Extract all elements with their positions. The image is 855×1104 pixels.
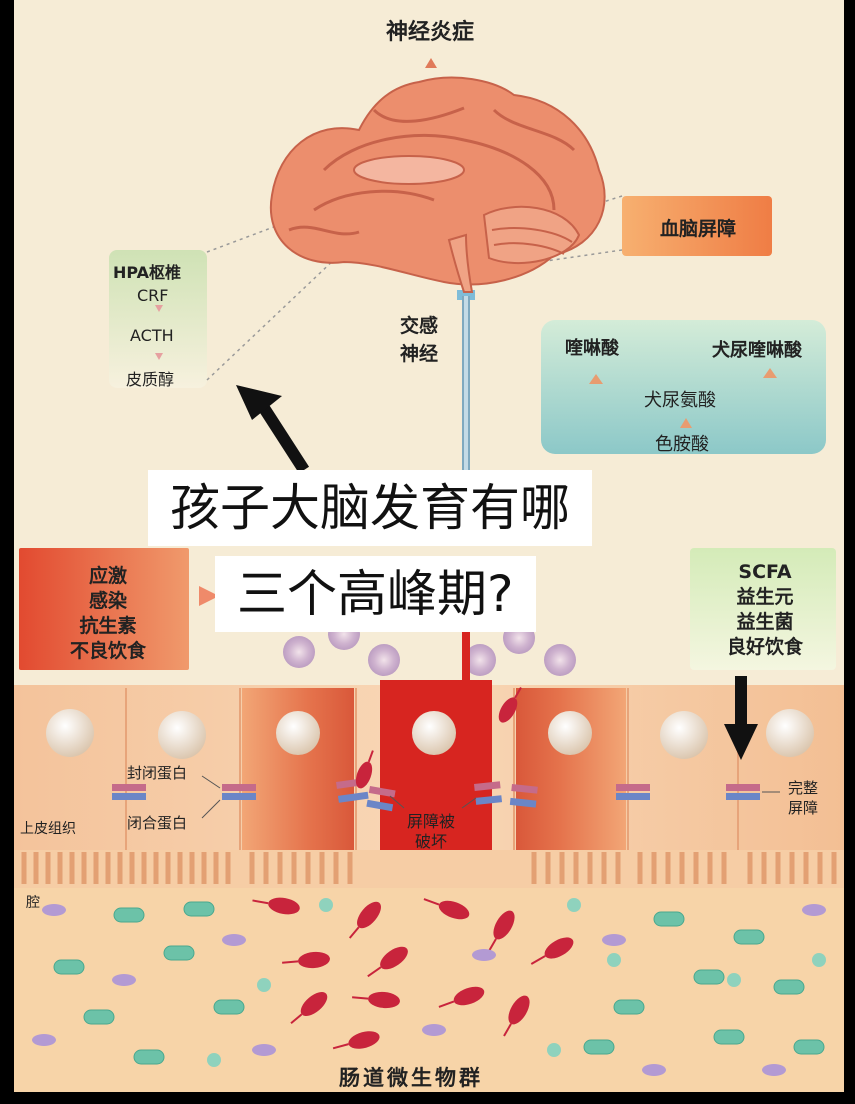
scfa-item: 良好饮食 xyxy=(726,636,803,658)
brain-illustration xyxy=(269,76,606,293)
stress-box xyxy=(19,548,189,670)
lumen-label: 腔 xyxy=(26,895,40,911)
hpa-title: HPA枢椎 xyxy=(113,263,182,282)
kynurenic-acid-label: 犬尿喹啉酸 xyxy=(712,340,802,361)
bbb-label: 血脑屏障 xyxy=(660,218,737,240)
tight-junctions xyxy=(112,775,780,819)
beneficial-factors-list: SCFA 益生元 益生菌 良好饮食 xyxy=(703,560,827,660)
damaged-cell xyxy=(380,680,492,862)
metabolite-box xyxy=(541,320,826,454)
caption-line-2: 三个高峰期? xyxy=(215,556,536,632)
up-arrow-icon xyxy=(425,58,437,68)
sympathetic-line-2: 神经 xyxy=(400,343,439,365)
scfa-item: SCFA xyxy=(738,561,792,583)
sympathetic-line-1: 交感 xyxy=(400,315,439,337)
hpa-step-cortisol: 皮质醇 xyxy=(126,370,175,389)
bbb-box xyxy=(622,196,772,256)
metabolite-arrows xyxy=(589,368,777,428)
hpa-step-crf: CRF xyxy=(137,286,169,305)
hpa-step-acth: ACTH xyxy=(130,326,174,345)
barrier-broken-line: 屏障被 xyxy=(407,812,456,831)
claudin-label: 封闭蛋白 xyxy=(127,764,188,782)
stress-item: 抗生素 xyxy=(79,615,137,637)
microbiota-label: 肠道微生物群 xyxy=(339,1066,483,1090)
stress-item: 感染 xyxy=(88,590,127,612)
kynurenine-label: 犬尿氨酸 xyxy=(644,390,716,411)
hpa-step-arrows xyxy=(155,305,163,360)
scfa-item: 益生菌 xyxy=(736,611,794,633)
sympathetic-nerve-label: 交感 神经 xyxy=(400,312,438,368)
neuroinflammation-label: 神经炎症 xyxy=(386,20,475,45)
diagram-canvas: 神经炎症 HPA枢椎 CRF ACTH 皮质醇 血脑屏障 交感 神经 喹啉酸 犬… xyxy=(14,0,844,1092)
occludin-label: 闭合蛋白 xyxy=(127,814,188,832)
hpa-axis-box xyxy=(109,250,207,388)
diagram-graphics xyxy=(14,58,844,1092)
tryptophan-label: 色胺酸 xyxy=(655,434,709,455)
barrier-broken-line: 破坏 xyxy=(415,832,448,851)
pathogenic-bacteria xyxy=(252,686,574,1050)
commensal-bacteria xyxy=(32,898,826,1076)
stress-factors-list: 应激 感染 抗生素 不良饮食 xyxy=(48,564,168,664)
stress-item: 应激 xyxy=(88,565,127,587)
scfa-box xyxy=(690,548,836,670)
stress-item: 不良饮食 xyxy=(69,640,146,662)
large-arrows xyxy=(236,385,758,760)
epithelial-layer xyxy=(14,680,844,888)
barrier-intact-label: 完整 屏障 xyxy=(788,778,818,818)
epithelium-label: 上皮组织 xyxy=(20,821,76,837)
barrier-intact-line: 屏障 xyxy=(788,799,819,817)
quinolinic-acid-label: 喹啉酸 xyxy=(565,338,619,359)
caption-line-1: 孩子大脑发育有哪 xyxy=(148,470,592,546)
barrier-intact-line: 完整 xyxy=(788,779,819,797)
barrier-broken-label: 屏障被 破坏 xyxy=(407,812,455,852)
stress-arrow-icon xyxy=(199,586,219,606)
scfa-item: 益生元 xyxy=(736,586,794,608)
